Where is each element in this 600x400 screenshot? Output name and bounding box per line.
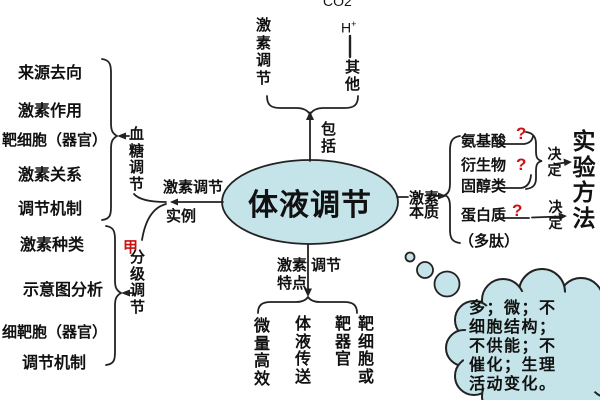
decide2-arrowhead-icon bbox=[558, 212, 567, 220]
central-node-label: 体液调节 bbox=[248, 189, 372, 222]
question-mark-2: ? bbox=[516, 155, 527, 174]
sterol-underline bbox=[498, 174, 532, 189]
list-item: 调节机制 bbox=[22, 355, 87, 372]
item-target-cell-or: 靶细胞或 bbox=[357, 316, 374, 386]
label-include: 包括 bbox=[320, 121, 336, 155]
node-hormone-nature-top: 激素 bbox=[409, 190, 440, 207]
cloud-line: 多；微；不 bbox=[469, 300, 557, 317]
hplus-label: H+ bbox=[341, 19, 357, 36]
item-amino-derivative: 衍生物 bbox=[461, 157, 507, 174]
bottom-overbrace bbox=[257, 295, 358, 314]
item-target-organ: 靶器官 bbox=[334, 316, 351, 368]
thought-cloud bbox=[445, 268, 600, 400]
decide1-arrowhead-icon bbox=[563, 158, 572, 166]
hormone-nature-brace bbox=[442, 135, 461, 244]
hierarchy-arrowhead-icon bbox=[121, 289, 130, 297]
bottom-arrowhead-icon bbox=[304, 288, 312, 297]
item-sterol: 固醇类 bbox=[461, 178, 507, 195]
item-trace-efficient: 微量高效 bbox=[253, 318, 270, 388]
node-experiment-method: 实验方法 bbox=[572, 128, 596, 231]
item-peptide: （多肽） bbox=[459, 233, 520, 250]
list-item: 来源去向 bbox=[18, 65, 83, 82]
item-amino-acid: 氨基酸 bbox=[461, 133, 507, 150]
left-junction-upper-hook bbox=[133, 193, 167, 203]
node-blood-sugar: 血糖调节 bbox=[128, 126, 144, 193]
left-arrowhead-icon bbox=[170, 198, 178, 206]
amino-underline bbox=[498, 135, 534, 145]
co2-label: CO2 bbox=[323, 0, 352, 9]
label-decide-1: 决定 bbox=[547, 146, 562, 178]
right-arrowhead-icon bbox=[438, 192, 447, 200]
decide2-arrow-line bbox=[531, 215, 561, 219]
node-hierarchical-regulation: 分级调节 bbox=[129, 249, 145, 316]
list-item: 调节机制 bbox=[18, 201, 83, 218]
plus-superscript: + bbox=[351, 19, 357, 29]
edge-label-hormone: 激素 bbox=[277, 257, 308, 274]
question-mark-3: ? bbox=[512, 201, 523, 220]
label-decide-2: 决定 bbox=[548, 199, 563, 231]
top-arrowhead-icon bbox=[306, 111, 314, 120]
node-other: 其他 bbox=[344, 59, 360, 93]
thought-trail-circles bbox=[404, 251, 461, 298]
chemical-group-brace bbox=[525, 131, 543, 190]
item-protein: 蛋白质 bbox=[461, 207, 507, 224]
question-mark-1: ? bbox=[516, 124, 527, 143]
cloud-line: 催化；生理 bbox=[469, 357, 557, 374]
list-item: 激素作用 bbox=[18, 103, 83, 120]
edge-label-characteristics: 特点 bbox=[277, 275, 308, 292]
left-junction-lower-hook bbox=[141, 203, 167, 241]
cloud-line: 不供能；不 bbox=[469, 338, 557, 355]
list-item: 激素种类 bbox=[20, 237, 85, 254]
top-underbrace bbox=[266, 95, 359, 116]
list-item: 示意图分析 bbox=[23, 282, 104, 299]
list-item: 靶细胞（器官） bbox=[2, 132, 108, 149]
edge-label-example: 实例 bbox=[166, 208, 197, 225]
hierarchy-brace bbox=[105, 225, 123, 366]
cloud-line: 活动变化。 bbox=[469, 376, 557, 393]
list-item: 细靶胞（器官） bbox=[2, 324, 108, 341]
node-hormone-regulation-top: 激素调节 bbox=[255, 17, 271, 87]
blood-sugar-arrowhead-icon bbox=[117, 132, 126, 140]
list-item: 激素关系 bbox=[18, 167, 83, 184]
node-hormone-nature-bottom: 本质 bbox=[409, 204, 440, 221]
edge-label-regulation: 调节 bbox=[311, 257, 342, 274]
cloud-line: 细胞结构； bbox=[469, 319, 557, 336]
edge-label-hormone-regulation: 激素调节 bbox=[163, 179, 224, 196]
thought-cloud-note: 多；微；不 细胞结构； 不供能；不 催化；生理 活动变化。 bbox=[469, 299, 557, 394]
item-body-fluid-transport: 体液传送 bbox=[294, 316, 311, 386]
marker-jia: 甲 bbox=[123, 239, 139, 256]
